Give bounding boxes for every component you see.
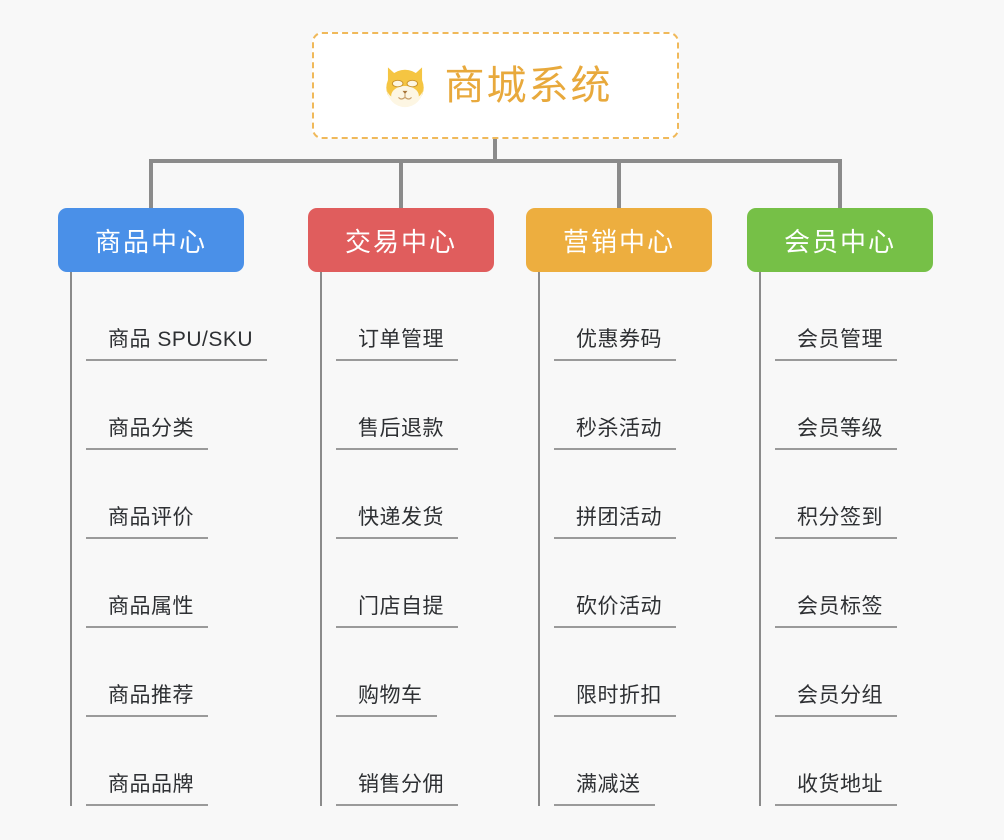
list-item[interactable]: 限时折扣 <box>554 628 712 717</box>
list-item[interactable]: 积分签到 <box>775 450 933 539</box>
leaf-label: 优惠券码 <box>554 327 676 361</box>
list-item[interactable]: 商品评价 <box>86 450 267 539</box>
shiba-dog-icon <box>385 66 424 107</box>
list-item[interactable]: 秒杀活动 <box>554 361 712 450</box>
list-item[interactable]: 商品分类 <box>86 361 267 450</box>
leaf-label: 会员管理 <box>775 327 897 361</box>
branch-items-2: 订单管理 售后退款 快递发货 门店自提 购物车 销售分佣 <box>320 272 494 806</box>
leaf-label: 售后退款 <box>336 416 458 450</box>
list-item[interactable]: 砍价活动 <box>554 539 712 628</box>
connector-root-stem <box>493 139 497 162</box>
list-item[interactable]: 门店自提 <box>336 539 494 628</box>
leaf-label: 商品推荐 <box>86 683 208 717</box>
list-item[interactable]: 会员分组 <box>775 628 933 717</box>
leaf-label: 会员等级 <box>775 416 897 450</box>
list-item[interactable]: 会员标签 <box>775 539 933 628</box>
leaf-label: 限时折扣 <box>554 683 676 717</box>
branch-items-4: 会员管理 会员等级 积分签到 会员标签 会员分组 收货地址 <box>759 272 933 806</box>
branch-product-center: 商品中心 商品 SPU/SKU 商品分类 商品评价 商品属性 商品推荐 商品品牌 <box>58 208 268 806</box>
leaf-label: 拼团活动 <box>554 505 676 539</box>
branch-header-2[interactable]: 交易中心 <box>308 208 494 272</box>
root-node-title: 商城系统 <box>444 63 613 108</box>
leaf-label: 秒杀活动 <box>554 416 676 450</box>
leaf-label: 门店自提 <box>336 594 458 628</box>
branch-items-3: 优惠券码 秒杀活动 拼团活动 砍价活动 限时折扣 满减送 <box>538 272 712 806</box>
list-item[interactable]: 优惠券码 <box>554 272 712 361</box>
branch-trade-center: 交易中心 订单管理 售后退款 快递发货 门店自提 购物车 销售分佣 <box>308 208 494 806</box>
list-item[interactable]: 商品品牌 <box>86 717 267 806</box>
leaf-label: 购物车 <box>336 683 437 717</box>
list-item[interactable]: 商品 SPU/SKU <box>86 272 268 361</box>
connector-drop-1 <box>149 159 153 208</box>
list-item[interactable]: 销售分佣 <box>336 717 494 806</box>
leaf-label: 商品分类 <box>86 416 208 450</box>
connector-horizontal-bar <box>149 159 842 163</box>
branch-items-1: 商品 SPU/SKU 商品分类 商品评价 商品属性 商品推荐 商品品牌 <box>70 272 268 806</box>
list-item[interactable]: 快递发货 <box>336 450 494 539</box>
leaf-label: 商品 SPU/SKU <box>86 327 268 361</box>
list-item[interactable]: 满减送 <box>554 717 712 806</box>
branch-header-3[interactable]: 营销中心 <box>526 208 712 272</box>
leaf-label: 收货地址 <box>775 772 897 806</box>
leaf-label: 订单管理 <box>336 327 458 361</box>
list-item[interactable]: 购物车 <box>336 628 494 717</box>
list-item[interactable]: 拼团活动 <box>554 450 712 539</box>
connector-drop-2 <box>399 159 403 208</box>
leaf-label: 销售分佣 <box>336 772 458 806</box>
connector-drop-3 <box>617 159 621 208</box>
list-item[interactable]: 订单管理 <box>336 272 494 361</box>
list-item[interactable]: 商品推荐 <box>86 628 267 717</box>
leaf-label: 会员分组 <box>775 683 897 717</box>
leaf-label: 满减送 <box>554 772 655 806</box>
leaf-label: 快递发货 <box>336 505 458 539</box>
list-item[interactable]: 会员管理 <box>775 272 933 361</box>
root-node-card[interactable]: 商城系统 <box>312 32 679 139</box>
list-item[interactable]: 会员等级 <box>775 361 933 450</box>
list-item[interactable]: 商品属性 <box>86 539 267 628</box>
leaf-label: 积分签到 <box>775 505 897 539</box>
leaf-label: 商品属性 <box>86 594 208 628</box>
leaf-label: 砍价活动 <box>554 594 676 628</box>
branch-marketing-center: 营销中心 优惠券码 秒杀活动 拼团活动 砍价活动 限时折扣 满减送 <box>526 208 712 806</box>
leaf-label: 会员标签 <box>775 594 897 628</box>
leaf-label: 商品评价 <box>86 505 208 539</box>
leaf-label: 商品品牌 <box>86 772 208 806</box>
branch-header-1[interactable]: 商品中心 <box>58 208 244 272</box>
branch-header-4[interactable]: 会员中心 <box>747 208 933 272</box>
connector-drop-4 <box>838 159 842 208</box>
branch-member-center: 会员中心 会员管理 会员等级 积分签到 会员标签 会员分组 收货地址 <box>747 208 933 806</box>
list-item[interactable]: 售后退款 <box>336 361 494 450</box>
list-item[interactable]: 收货地址 <box>775 717 933 806</box>
